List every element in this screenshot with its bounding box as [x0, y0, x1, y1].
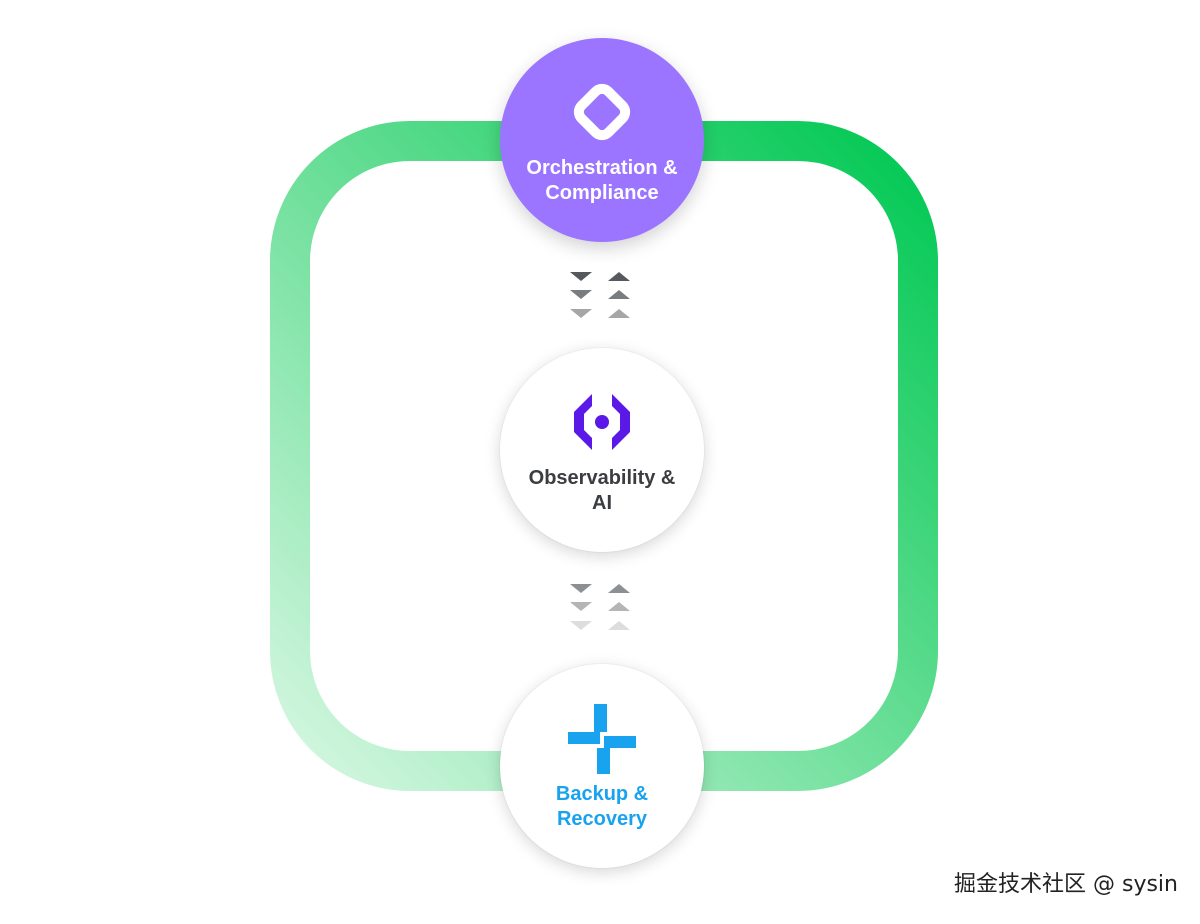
connector-arrows-bottom: [570, 584, 630, 630]
down-triangle-icon: [570, 272, 592, 281]
up-triangle-icon: [608, 602, 630, 611]
up-triangle-icon: [608, 621, 630, 630]
node-label: Orchestration & Compliance: [526, 156, 677, 206]
rounded-diamond-icon: [573, 83, 631, 141]
node-label: Backup & Recovery: [556, 782, 648, 832]
label-line: Orchestration &: [526, 157, 678, 179]
down-triangle-icon: [570, 584, 592, 593]
up-arrows: [608, 272, 630, 318]
connector-arrows-top: [570, 272, 630, 318]
node-label: Observability & AI: [529, 466, 676, 516]
down-triangle-icon: [570, 621, 592, 630]
up-triangle-icon: [608, 272, 630, 281]
down-triangle-icon: [570, 602, 592, 611]
label-line: Compliance: [545, 182, 659, 204]
up-arrows: [608, 584, 630, 630]
label-line: Observability &: [528, 467, 676, 489]
label-line: Recovery: [556, 808, 648, 830]
split-plus-icon: [568, 704, 636, 774]
node-observability-ai: Observability & AI: [500, 348, 704, 552]
label-line: Backup &: [555, 783, 649, 805]
up-triangle-icon: [608, 290, 630, 299]
brackets-dot-icon: [574, 394, 630, 450]
label-line: AI: [592, 492, 612, 514]
down-triangle-icon: [570, 290, 592, 299]
up-triangle-icon: [608, 309, 630, 318]
down-triangle-icon: [570, 309, 592, 318]
down-arrows: [570, 584, 592, 630]
node-backup-recovery: Backup & Recovery: [500, 664, 704, 868]
down-arrows: [570, 272, 592, 318]
up-triangle-icon: [608, 584, 630, 593]
node-orchestration-compliance: Orchestration & Compliance: [500, 38, 704, 242]
watermark-text: 掘金技术社区 @ sysin: [954, 872, 1178, 897]
